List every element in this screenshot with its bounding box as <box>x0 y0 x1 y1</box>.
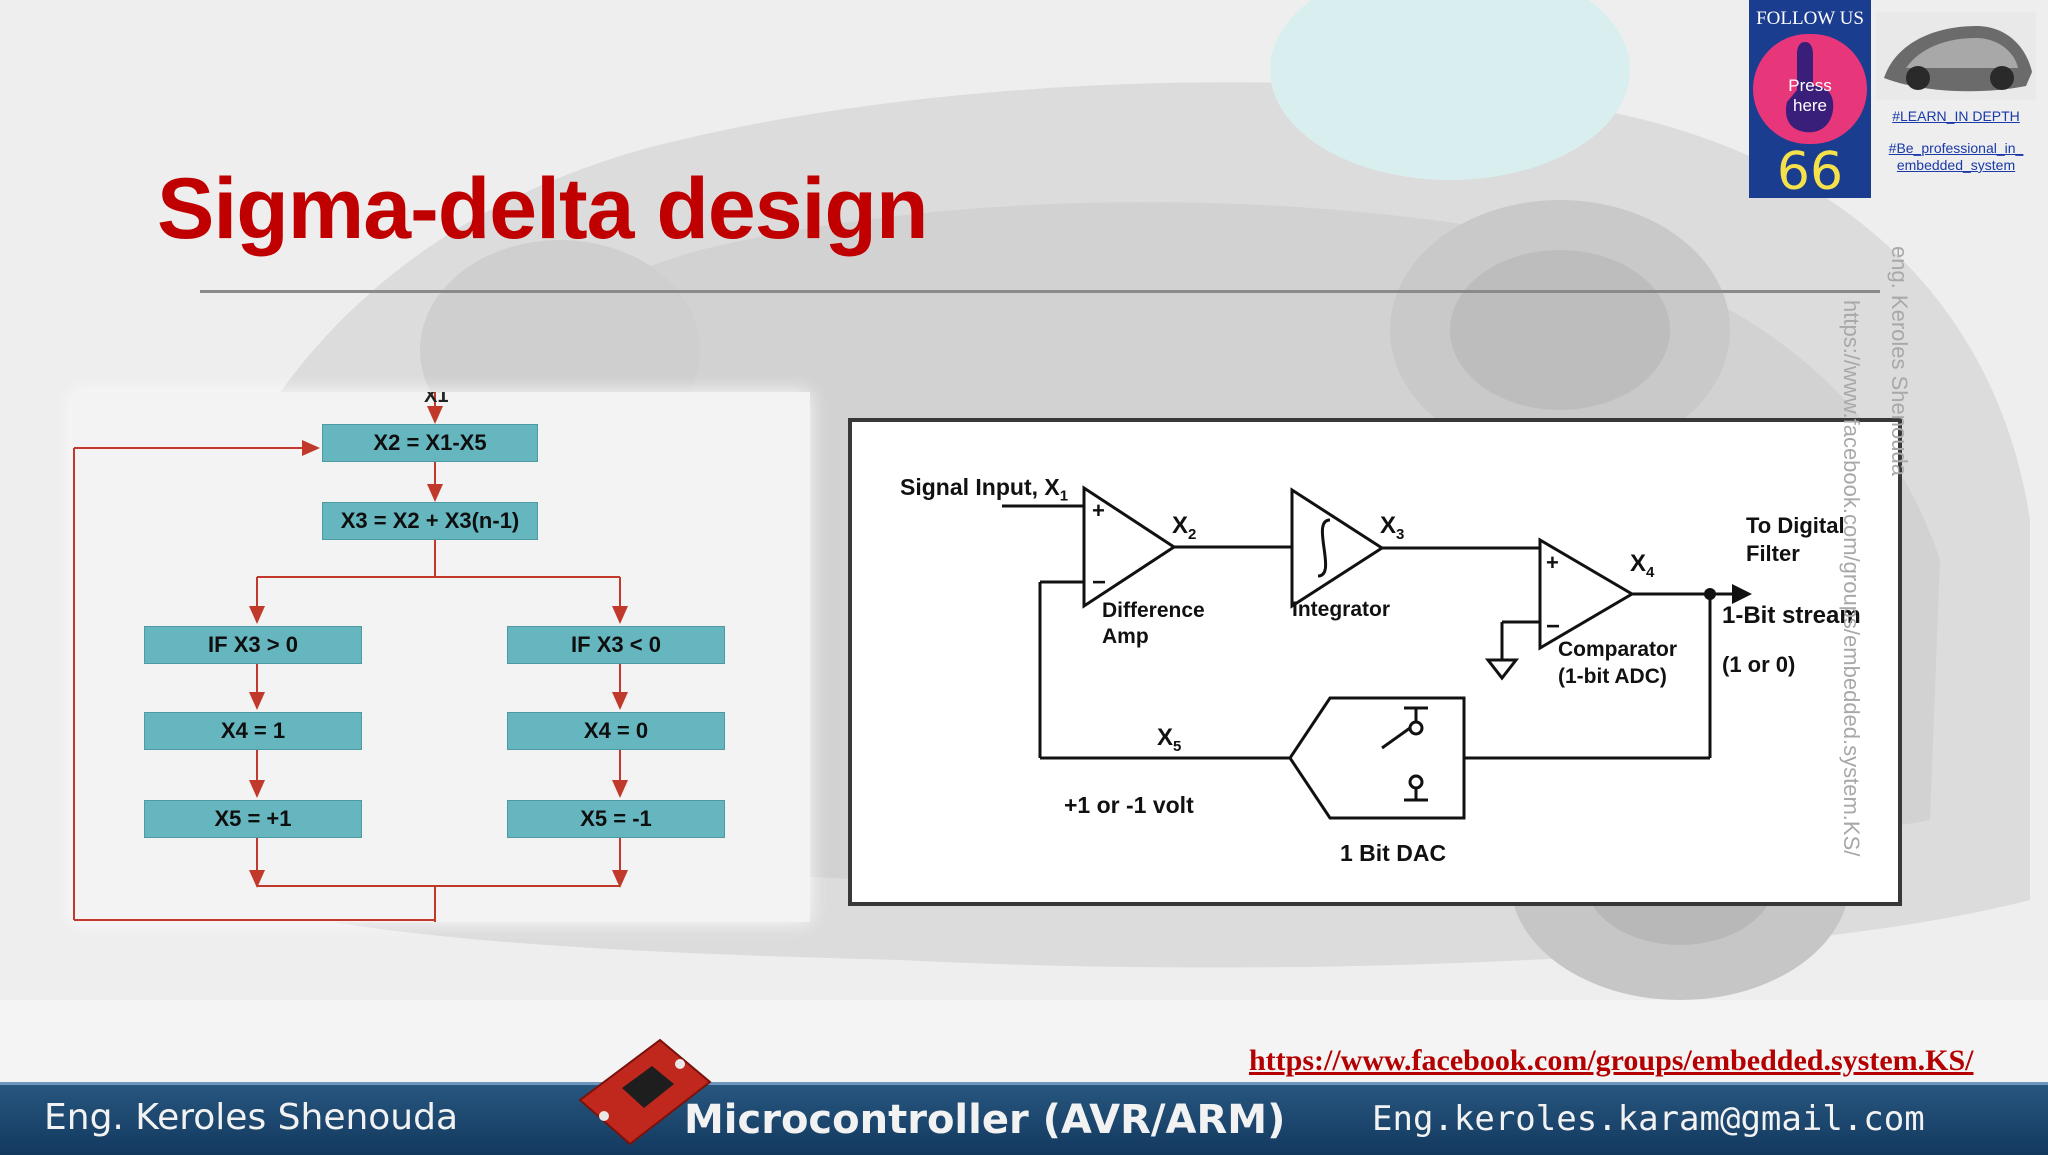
hashtag-be-professional[interactable]: #Be_professional_in_embedded_system <box>1888 140 2024 173</box>
svg-text:+: + <box>1092 498 1105 523</box>
footer-author: Eng. Keroles Shenouda <box>44 1097 459 1138</box>
follower-count: 66 <box>1776 142 1844 202</box>
circuit-drawing: + − + − <box>1002 485 1752 820</box>
footer-email: Eng.keroles.karam@gmail.com <box>1372 1099 1925 1139</box>
flow-input-label: X1 <box>424 392 448 407</box>
x3-label: X3 <box>1380 512 1405 543</box>
footer-course-title: Microcontroller (AVR/ARM) <box>684 1097 1286 1143</box>
volt-label: +1 or -1 volt <box>1064 792 1194 818</box>
facebook-group-link[interactable]: https://www.facebook.com/groups/embedded… <box>1249 1044 1974 1077</box>
integrator-symbol <box>1290 487 1385 609</box>
sigma-delta-circuit-panel: + − + − Signal Input, X1 X2 X3 X4 X5 Dif… <box>848 418 1902 906</box>
one-or-zero-label: (1 or 0) <box>1722 652 1796 677</box>
svg-text:+: + <box>1546 550 1559 575</box>
watermark-author: eng. Keroles Shenouda <box>1887 246 1912 476</box>
title-divider <box>200 290 1880 293</box>
dac-label: 1 Bit DAC <box>1340 840 1447 866</box>
flowchart-arrows: X1 <box>73 392 628 922</box>
signal-input-label: Signal Input, X1 <box>900 474 1069 505</box>
flow-box-cond-right: IF X3 < 0 <box>507 626 725 664</box>
comparator-symbol <box>1538 537 1635 651</box>
integrator-label: Integrator <box>1292 598 1391 621</box>
bit-stream-label: 1-Bit stream <box>1722 602 1861 629</box>
svg-text:−: − <box>1092 569 1106 596</box>
comparator-label: Comparator(1-bit ADC) <box>1558 638 1678 688</box>
hashtag-learn-in-depth[interactable]: #LEARN_IN DEPTH <box>1892 108 2020 124</box>
x2-label: X2 <box>1172 512 1197 543</box>
flow-box-cond-left: IF X3 > 0 <box>144 626 362 664</box>
difference-amp-symbol <box>1082 485 1177 609</box>
follow-us-heading: FOLLOW US <box>1756 8 1864 29</box>
flow-box-left-x4: X4 = 1 <box>144 712 362 750</box>
ground-symbol <box>1484 658 1520 681</box>
flow-box-left-x5: X5 = +1 <box>144 800 362 838</box>
slide-title: Sigma-delta design <box>157 161 928 257</box>
microcontroller-board-image <box>578 1038 712 1146</box>
flow-box-right-x4: X4 = 0 <box>507 712 725 750</box>
dac-symbol <box>1288 696 1466 820</box>
flowchart-panel: X1 X2 = X1-X5 X3 = X2 + X3(n-1) IF X3 > … <box>72 392 810 922</box>
footer-bar: Eng. Keroles Shenouda Microcontroller (A… <box>0 1082 2048 1155</box>
flow-box-step1: X2 = X1-X5 <box>322 424 538 462</box>
flow-box-right-x5: X5 = -1 <box>507 800 725 838</box>
x4-label: X4 <box>1630 550 1655 581</box>
car-thumbnail-image[interactable] <box>1876 12 2036 100</box>
watermark-url: https://www.facebook.com/groups/embedded… <box>1839 300 1864 857</box>
x5-label: X5 <box>1157 724 1182 755</box>
flow-box-step2: X3 = X2 + X3(n-1) <box>322 502 538 540</box>
hand-pointer-icon <box>1785 42 1834 133</box>
svg-text:−: − <box>1546 613 1560 640</box>
